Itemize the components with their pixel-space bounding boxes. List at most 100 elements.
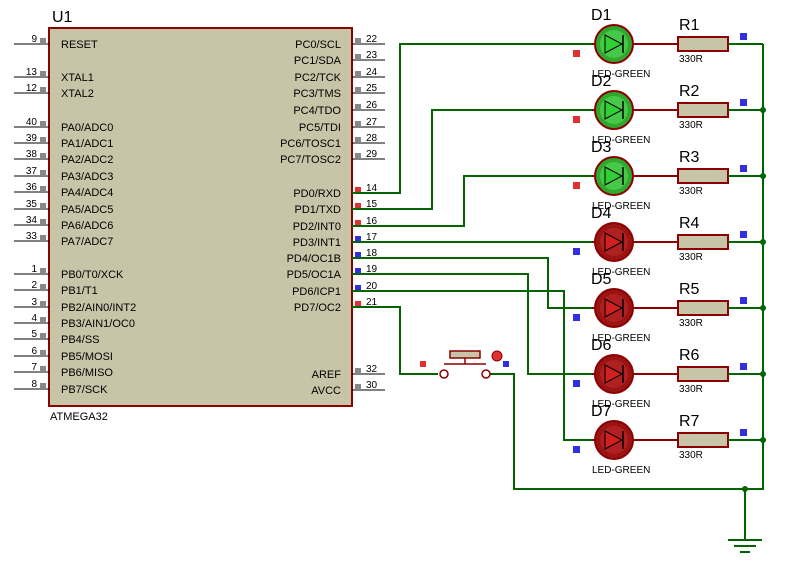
push-button-contact-right xyxy=(481,369,491,379)
pin-number: 35 xyxy=(26,199,38,210)
junction-dot xyxy=(760,107,766,113)
pin-state-marker xyxy=(355,252,361,258)
pin-name: AVCC xyxy=(311,385,341,397)
pin-number: 8 xyxy=(31,379,37,390)
diode-arrow-icon xyxy=(604,364,624,384)
pin-name: PB0/T0/XCK xyxy=(61,269,124,281)
pin-state-marker xyxy=(355,153,361,159)
diode-arrow-icon xyxy=(604,232,624,252)
resistor-body[interactable] xyxy=(677,432,729,448)
pin-state-marker xyxy=(355,301,361,307)
pin-state-marker xyxy=(355,203,361,209)
led-value: LED-GREEN xyxy=(592,267,650,278)
push-button-contact-left xyxy=(439,369,449,379)
push-button-cap[interactable] xyxy=(449,350,481,359)
resistor-body[interactable] xyxy=(677,234,729,250)
wire-pd6-d6 xyxy=(352,290,592,441)
pin-state-marker xyxy=(40,87,46,93)
led-value: LED-GREEN xyxy=(592,333,650,344)
mcu-body[interactable] xyxy=(48,27,353,407)
push-button[interactable] xyxy=(420,350,509,379)
pin-number: 34 xyxy=(26,215,38,226)
pin-state-marker xyxy=(40,350,46,356)
led-value: LED-GREEN xyxy=(592,135,650,146)
mcu-left-pin[interactable]: 39 PA1/ADC1 xyxy=(14,133,113,150)
pin-state-marker xyxy=(40,366,46,372)
resistor-body[interactable] xyxy=(677,300,729,316)
pin-name: PA1/ADC1 xyxy=(61,138,113,150)
pin-name: PC0/SCL xyxy=(295,39,341,51)
pin-state-marker xyxy=(40,333,46,339)
resistor-ref: R3 xyxy=(679,149,700,166)
pin-number: 21 xyxy=(366,297,378,308)
resistor-value: 330R xyxy=(679,54,703,65)
pin-state-marker xyxy=(355,71,361,77)
diode-arrow-icon xyxy=(604,298,624,318)
pin-state-marker xyxy=(40,186,46,192)
resistor-value: 330R xyxy=(679,318,703,329)
pin-number: 6 xyxy=(31,346,37,357)
resistor-body[interactable] xyxy=(677,36,729,52)
pin-state-marker xyxy=(355,368,361,374)
push-button-actuator-icon[interactable] xyxy=(491,350,503,362)
mcu-right-pins: 22PC0/SCL23PC1/SDA24PC2/TCK25PC3/TMS26PC… xyxy=(280,34,385,397)
pin-state-marker xyxy=(355,268,361,274)
resistor-body[interactable] xyxy=(677,102,729,118)
pin-number: 39 xyxy=(26,133,38,144)
resistor-body[interactable] xyxy=(677,366,729,382)
pin-name: PB4/SS xyxy=(61,334,100,346)
diode-arrow-icon xyxy=(604,100,624,120)
pin-number: 19 xyxy=(366,264,378,275)
wire-button-ground xyxy=(490,373,745,490)
pin-name: PC5/TDI xyxy=(299,122,341,134)
resistor-body[interactable] xyxy=(677,168,729,184)
pin-name: RESET xyxy=(61,39,98,51)
pin-state-marker xyxy=(40,268,46,274)
ground-symbol xyxy=(728,539,762,553)
pin-name: PC2/TCK xyxy=(295,72,342,84)
pin-name: PD6/ICP1 xyxy=(292,286,341,298)
